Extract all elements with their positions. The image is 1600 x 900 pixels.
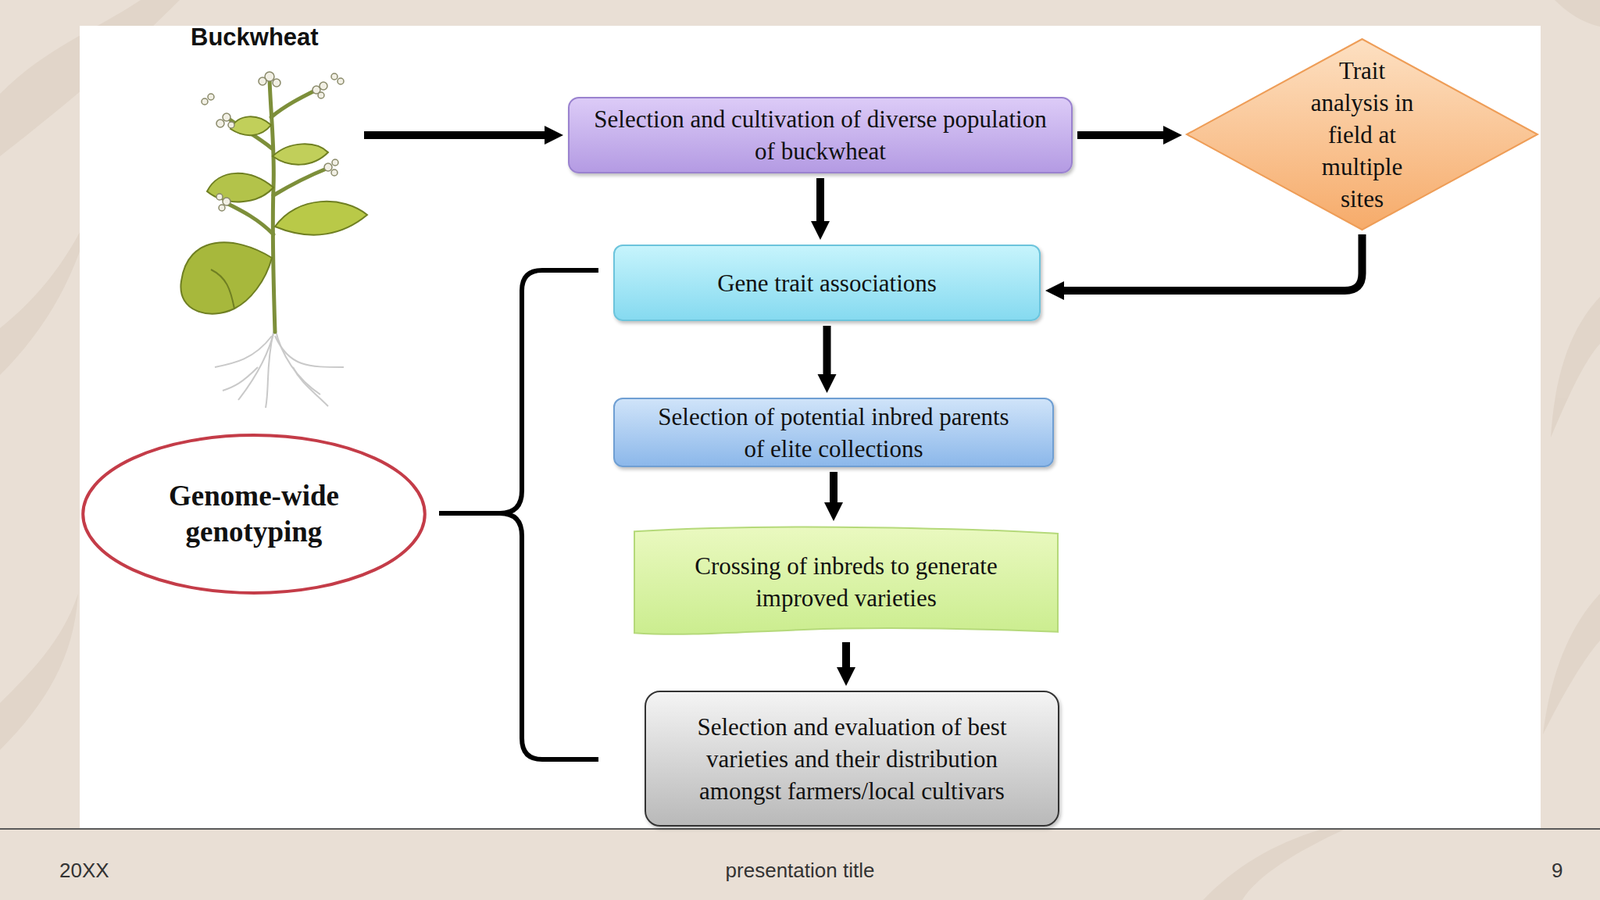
node-text: Selection and cultivation of diverse pop… [593,103,1047,168]
arrow-head [824,502,843,522]
page-number: 9 [1551,858,1563,883]
flow-arrow [1077,125,1183,145]
arrow-line [364,131,547,140]
arrow-head [810,221,830,240]
arrow-line [823,325,832,376]
text-wrap: Trait analysis in field at multiple site… [1307,54,1418,215]
arrow-head [1163,125,1183,145]
wave-shape [634,526,1058,634]
arrow-line [829,471,838,504]
text-wrap: Selection of potential inbred parents of… [650,400,1018,465]
node-text: Trait analysis in field at multiple site… [1307,54,1418,215]
footer-rule [0,828,1600,830]
node-text: Gene trait associations [717,267,937,300]
text-wrap: Crossing of inbreds to generate improved… [650,550,1042,615]
plant-roots [214,328,344,408]
brace-path [439,270,599,760]
wave-box-outline [634,525,1058,638]
genotyping-ellipse: Genome-wide genotyping [81,433,427,595]
process-box: Selection and cultivation of diverse pop… [567,96,1073,174]
arrow-head [544,125,564,145]
flow-arrow [836,642,856,686]
flow-arrow [1045,234,1363,300]
text-wrap: Genome-wide genotyping [136,478,372,550]
node-text: Selection and evaluation of best varieti… [676,710,1029,808]
arrow-line [1077,131,1165,140]
flow-arrow [824,471,843,522]
node-text: Selection of potential inbred parents of… [650,400,1018,465]
flow-arrow [817,325,837,393]
arrow-line [842,642,850,669]
ellipse-shape [82,435,425,593]
footer-date: 20XX [59,858,110,883]
footer-title: presentation title [725,858,875,883]
process-box: Selection and evaluation of best varieti… [644,690,1060,827]
plant-leaves [180,116,368,314]
arrow-line [816,178,825,223]
diamond-shape [1186,39,1538,230]
plant-flowers [201,71,344,211]
wave-box: Crossing of inbreds to generate improved… [634,525,1058,638]
illustration-title: Buckwheat [190,23,319,52]
text-wrap: Selection and evaluation of best varieti… [676,710,1029,808]
node-text: Genome-wide genotyping [136,478,372,550]
decision-diamond: Trait analysis in field at multiple site… [1186,39,1538,230]
arrow-head [1045,281,1065,300]
arrow-head [836,667,856,686]
node-text: Crossing of inbreds to generate improved… [650,550,1042,615]
illustration-arrow [364,125,564,145]
genotyping-ellipse-outline [81,433,427,595]
flow-arrow [810,178,830,240]
text-wrap: Selection and cultivation of diverse pop… [593,103,1047,168]
arrow-head [817,374,837,393]
arrow-line [1062,234,1363,291]
process-box: Selection of potential inbred parents of… [613,397,1054,468]
text-wrap: Gene trait associations [717,267,937,300]
process-box: Gene trait associations [613,244,1041,322]
